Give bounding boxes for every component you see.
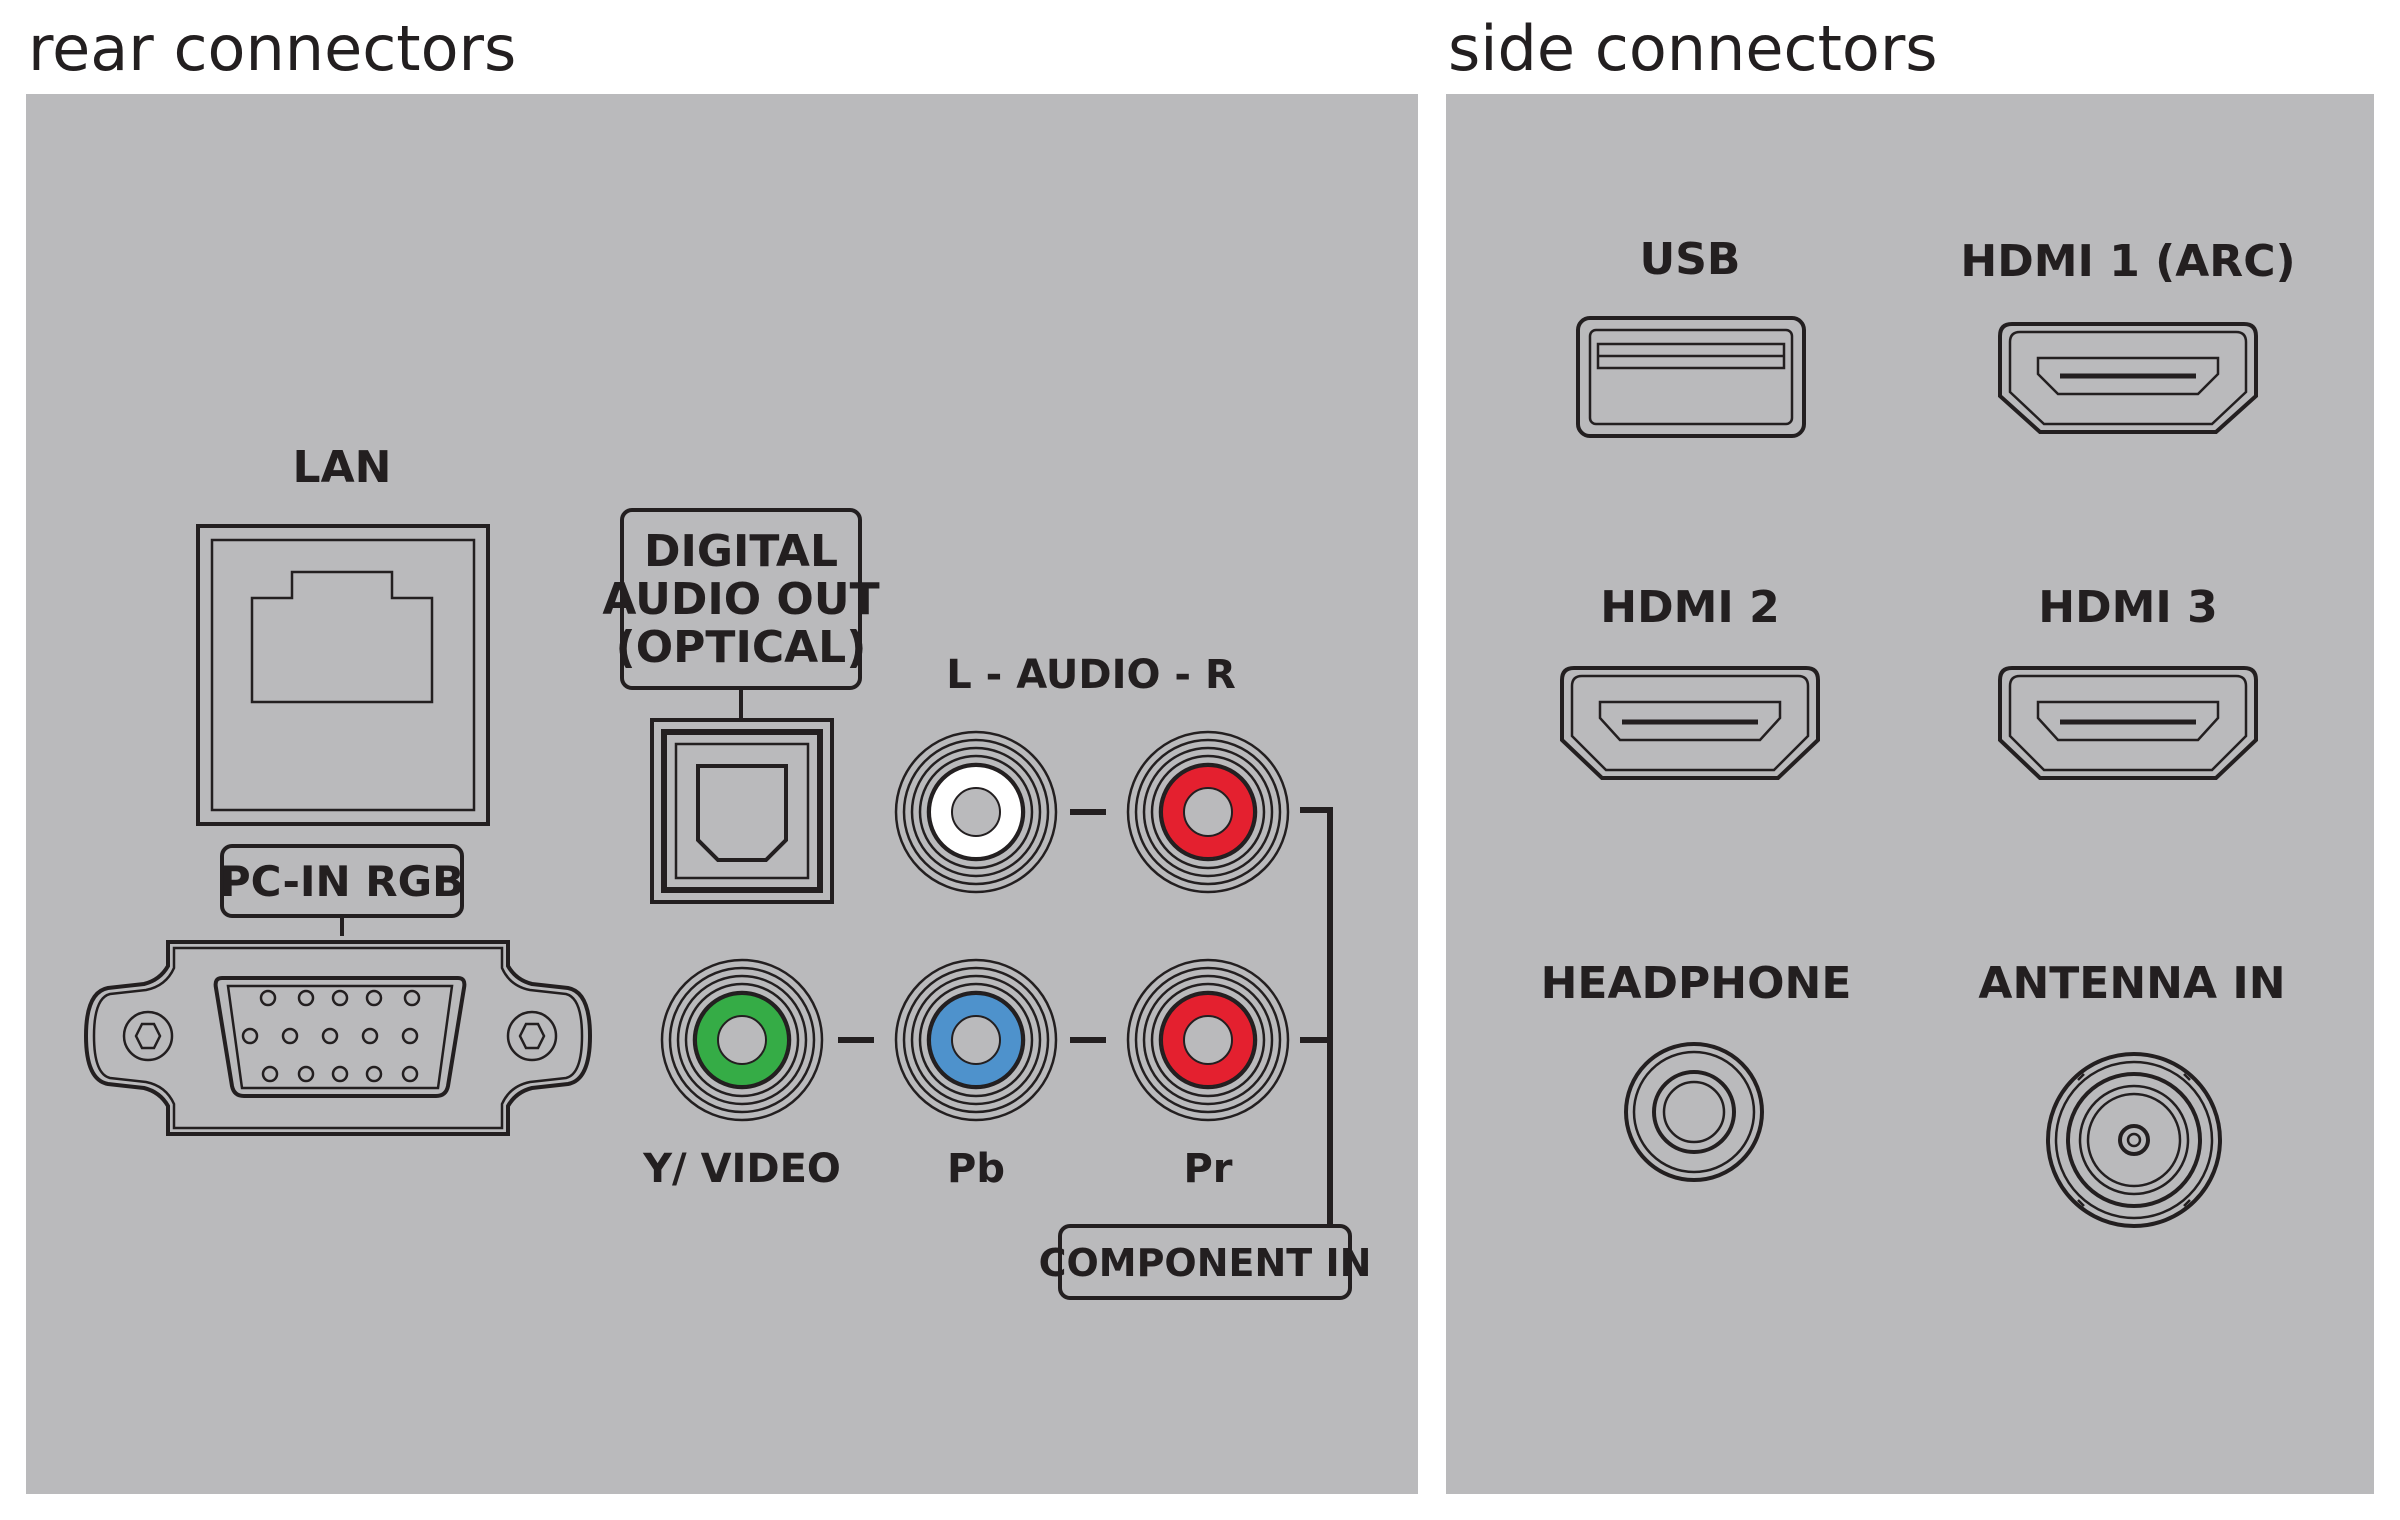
hdmi3-port-icon [1998, 666, 2258, 780]
usb-port-icon [1576, 316, 1806, 438]
side-connectors-heading: side connectors [1448, 12, 1938, 85]
hdmi1-label: HDMI 1 (ARC) [1960, 236, 2295, 287]
component-in-box [1058, 1224, 1352, 1300]
headphone-jack-icon [1624, 1042, 1764, 1182]
audio-right-jack-icon [1126, 730, 1290, 894]
antenna-port-icon [2046, 1052, 2222, 1228]
hdmi3-label: HDMI 3 [2038, 582, 2217, 633]
lan-port-icon [196, 524, 490, 826]
optical-label-line-1: DIGITAL [644, 526, 838, 577]
pc-in-rgb-label: PC-IN RGB [220, 857, 464, 906]
optical-label-line-2: AUDIO OUT [602, 574, 879, 625]
component-bracket-line [1300, 807, 1333, 1226]
component-pr-jack-icon [1126, 958, 1290, 1122]
component-y-jack-icon [660, 958, 824, 1122]
component-pb-jack-icon [894, 958, 1058, 1122]
component-pr-label: Pr [1183, 1146, 1232, 1192]
audio-label: L - AUDIO - R [946, 652, 1236, 698]
rear-connectors-heading: rear connectors [28, 12, 516, 85]
optical-port-icon [650, 718, 834, 904]
optical-label-line-3: (OPTICAL) [616, 622, 867, 673]
hdmi1-port-icon [1998, 322, 2258, 434]
lan-label: LAN [293, 442, 392, 493]
hdmi2-port-icon [1560, 666, 1820, 780]
vga-port-icon [83, 940, 593, 1136]
usb-label: USB [1640, 234, 1741, 285]
component-pb-label: Pb [947, 1146, 1005, 1192]
component-y-label: Y/ VIDEO [642, 1146, 841, 1192]
audio-left-jack-icon [894, 730, 1058, 894]
headphone-label: HEADPHONE [1541, 958, 1852, 1009]
antenna-label: ANTENNA IN [1978, 958, 2285, 1009]
side-panel [1446, 94, 2374, 1494]
component-in-label: COMPONENT IN [1039, 1241, 1372, 1285]
hdmi2-label: HDMI 2 [1600, 582, 1779, 633]
